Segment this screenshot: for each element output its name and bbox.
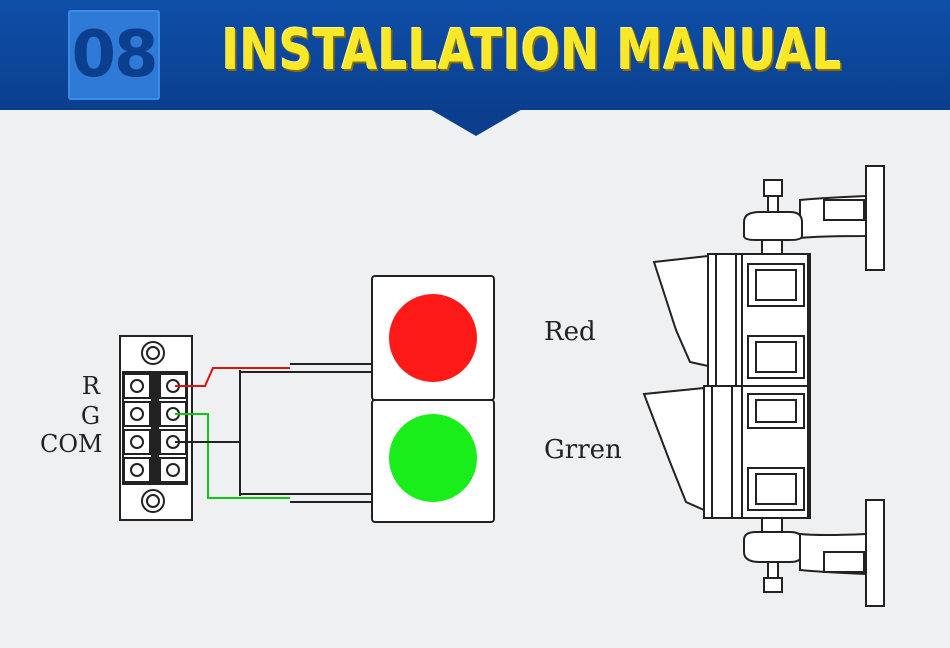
traffic-light-side-view [642, 165, 885, 607]
lamp-module-green [371, 399, 495, 523]
terminal-label-r: R [81, 372, 100, 400]
page-title: INSTALLATION MANUAL [222, 18, 843, 83]
wires [175, 363, 372, 503]
terminal-label-com: COM [40, 430, 103, 458]
green-lamp-label: Grren [544, 435, 622, 465]
section-number: 08 [68, 10, 160, 100]
red-lamp-label: Red [544, 317, 596, 347]
terminal-label-g: G [80, 402, 100, 430]
header-notch [428, 108, 524, 136]
terminal-screws [123, 372, 187, 484]
lamp-module-red [371, 275, 495, 401]
